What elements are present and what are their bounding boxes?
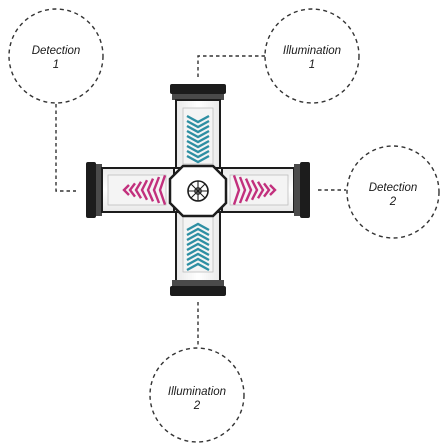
up-chevron-icon xyxy=(186,227,210,237)
left-chevron-icon xyxy=(140,179,149,201)
down-chevron-icon xyxy=(186,129,210,139)
down-chevron-icon xyxy=(186,144,210,154)
right-chevron-icon xyxy=(263,182,271,198)
detection-1-circle xyxy=(8,8,104,104)
right-chevron-icon xyxy=(244,178,253,202)
callout-circles xyxy=(8,8,440,443)
down-chevron-icon xyxy=(186,119,210,129)
up-chevron-icon xyxy=(186,257,210,267)
illumination-2-label-line1: Illumination xyxy=(167,386,227,398)
up-chevron-icon xyxy=(186,237,210,247)
right-chevron-icon xyxy=(232,175,241,205)
left-chevron-icon xyxy=(134,181,143,199)
illumination-1-label: Illumination 1 xyxy=(266,44,358,72)
illumination-2-label: Illumination 2 xyxy=(151,385,243,413)
illumination-2-circle xyxy=(149,347,245,443)
down-chevron-icon xyxy=(186,114,210,124)
left-arm xyxy=(86,162,175,218)
up-chevron-icon xyxy=(186,252,210,262)
left-chevron-icon xyxy=(152,176,161,204)
illumination-1-label-line1: Illumination xyxy=(282,45,342,57)
instrument xyxy=(86,84,310,296)
detection-2-label-line1: Detection xyxy=(368,182,418,194)
detection-1-leader xyxy=(55,104,76,192)
left-chevron-icon xyxy=(128,182,136,198)
left-chevron-icon xyxy=(122,184,130,196)
up-chevron-icon xyxy=(186,232,210,242)
illumination-1-label-line2: 1 xyxy=(308,59,316,71)
detection-1-label-line2: 1 xyxy=(52,59,60,71)
right-chevron-icon xyxy=(238,176,247,204)
right-chevron-icon xyxy=(250,179,259,201)
down-chevron-icon xyxy=(186,149,210,159)
up-chevron-icon xyxy=(186,222,210,232)
detection-2-label-line2: 2 xyxy=(389,196,397,208)
down-chevron-icon xyxy=(186,124,210,134)
right-chevron-icon xyxy=(256,181,265,199)
illumination-1-circle xyxy=(264,8,360,104)
detection-2-arrows xyxy=(232,175,277,205)
right-arm xyxy=(221,162,310,218)
detection-1-arrows xyxy=(122,175,167,205)
detection-2-label: Detection 2 xyxy=(347,181,439,209)
up-chevron-icon xyxy=(186,242,210,252)
down-chevron-icon xyxy=(186,139,210,149)
illumination-1-arrows xyxy=(186,114,210,164)
illumination-1-leader xyxy=(197,55,265,78)
down-chevron-icon xyxy=(186,154,210,164)
left-chevron-icon xyxy=(158,175,167,205)
right-chevron-icon xyxy=(269,184,277,196)
detection-1-label-line1: Detection xyxy=(31,45,81,57)
detection-2-circle xyxy=(346,145,440,239)
up-chevron-icon xyxy=(186,262,210,272)
illumination-2-label-line2: 2 xyxy=(193,400,201,412)
sample-chamber-icon xyxy=(168,164,228,218)
down-chevron-icon xyxy=(186,134,210,144)
up-chevron-icon xyxy=(186,247,210,257)
left-chevron-icon xyxy=(146,178,155,202)
illumination-2-arrows xyxy=(186,222,210,272)
leader-lines xyxy=(55,55,346,347)
detection-1-label: Detection 1 xyxy=(10,44,102,72)
